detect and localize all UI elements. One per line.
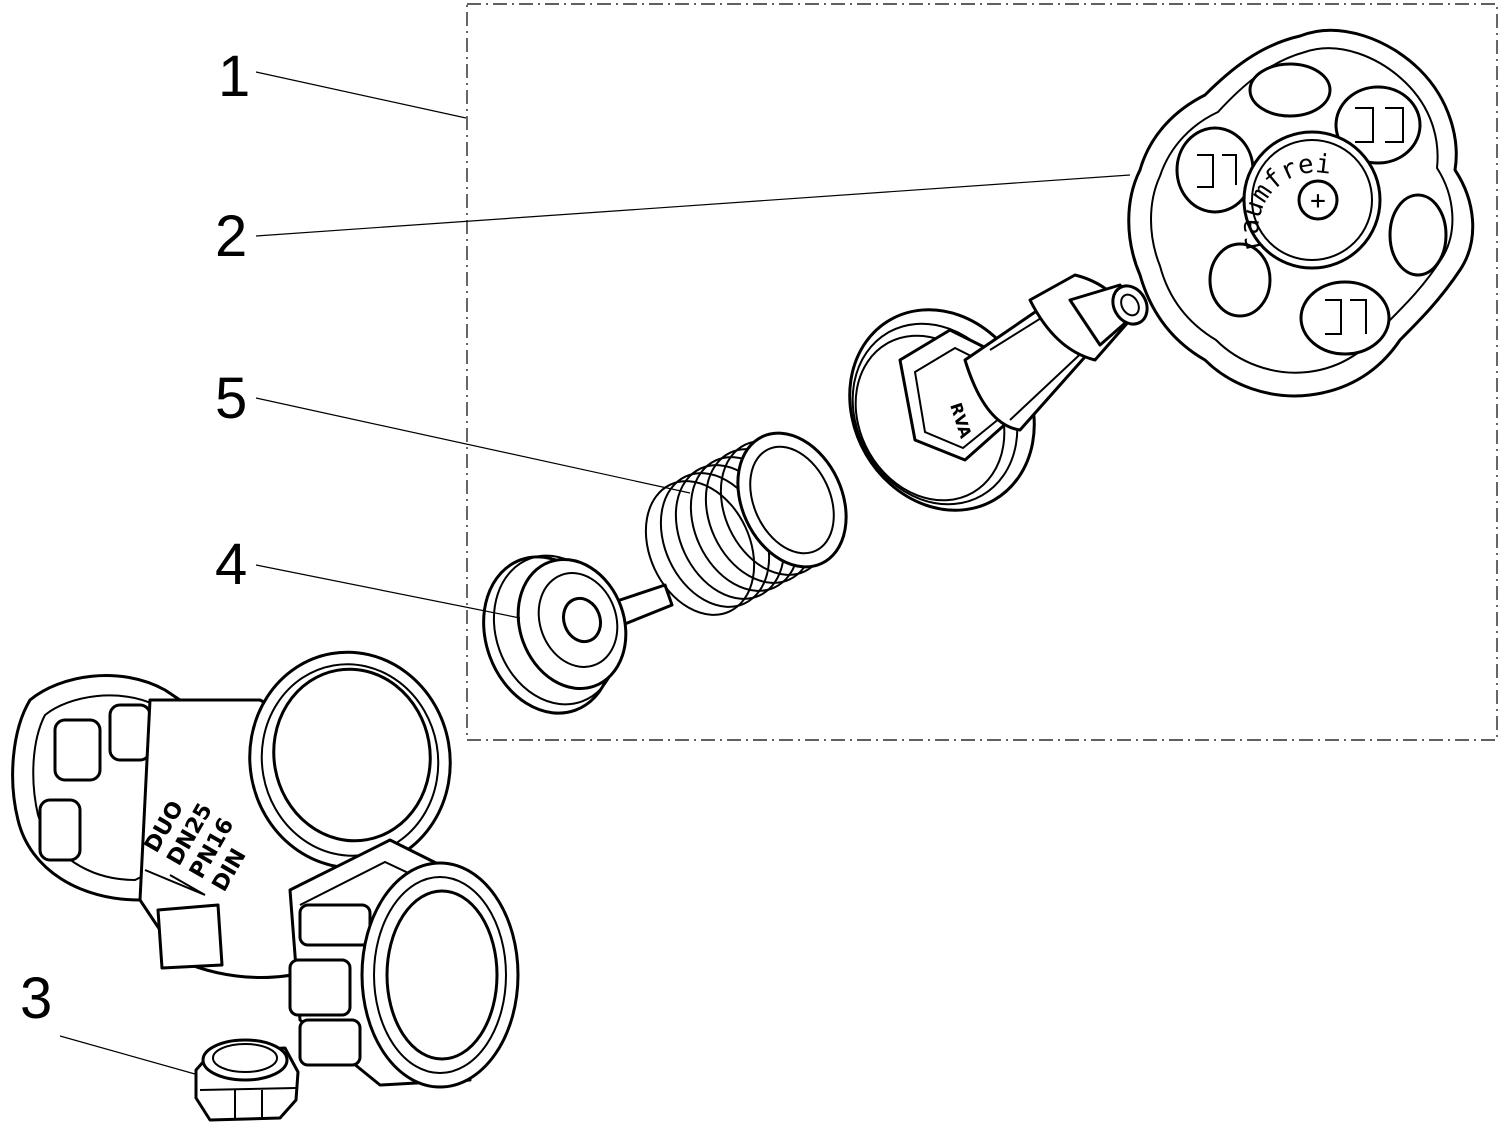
callout-3: 3 bbox=[20, 966, 52, 1031]
spring bbox=[644, 431, 848, 616]
drain-plug bbox=[194, 1038, 300, 1122]
leader-1 bbox=[255, 71, 467, 119]
leader-4 bbox=[255, 564, 521, 619]
leader-2 bbox=[255, 174, 1131, 237]
callout-1: 1 bbox=[218, 44, 250, 109]
handwheel-cap-symbol: + bbox=[1310, 186, 1326, 216]
callouts: 1 2 5 4 3 bbox=[20, 44, 1131, 1075]
callout-5: 5 bbox=[215, 366, 247, 431]
leader-3 bbox=[59, 1035, 196, 1075]
leader-5 bbox=[255, 397, 691, 494]
valve-disc bbox=[482, 554, 674, 715]
valve-body: DUO DN25 PN16 DIN bbox=[11, 650, 520, 1089]
callout-2: 2 bbox=[215, 204, 247, 269]
bonnet-assembly: RVA bbox=[848, 273, 1149, 512]
handwheel: + raumfrei bbox=[1127, 28, 1475, 398]
assembly-frame bbox=[466, 3, 1498, 741]
callout-4: 4 bbox=[215, 532, 247, 597]
